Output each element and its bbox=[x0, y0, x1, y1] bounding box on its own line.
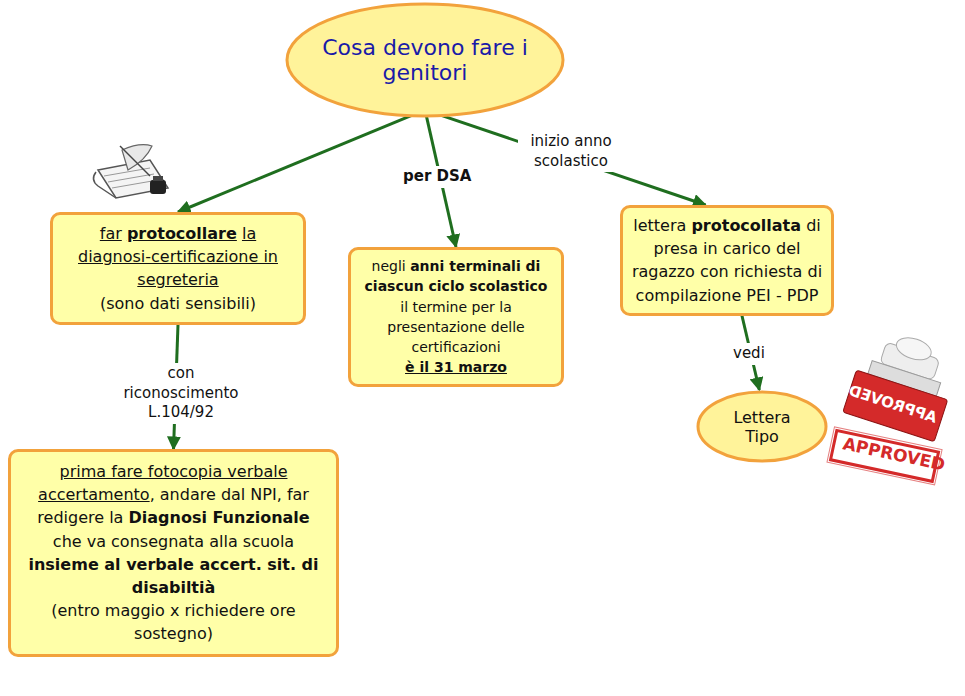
stamp-text: APPROVED bbox=[841, 433, 947, 474]
node-text: protocollare bbox=[127, 224, 237, 243]
text-group: lettera protocollata di presa in carico … bbox=[631, 214, 823, 307]
node-text: far bbox=[100, 224, 122, 243]
node-text: insieme al verbale accert. sit. di disab… bbox=[28, 555, 318, 597]
node-text: Cosa devono fare i genitori bbox=[322, 35, 528, 85]
process-box: far protocollare la diagnosi-certificazi… bbox=[50, 212, 306, 325]
node-text: che va consegnata alla scuola bbox=[53, 532, 294, 551]
edge-label: inizio anno scolastico bbox=[518, 131, 624, 172]
quill-icon bbox=[93, 145, 168, 198]
arrow-connector bbox=[425, 110, 706, 205]
text-group: prima fare fotocopia verbale accertament… bbox=[21, 460, 326, 646]
node-text: lettera bbox=[633, 216, 686, 235]
stamp-face-text: APPROVED bbox=[846, 381, 939, 426]
end-ellipse: Lettera Tipo bbox=[696, 390, 828, 463]
node-text: il termine per la presentazione delle ce… bbox=[387, 299, 524, 356]
node-text: (entro maggio x richiedere ore sostegno) bbox=[21, 599, 326, 645]
arrow-connector bbox=[178, 110, 425, 212]
node-text: negli bbox=[372, 258, 406, 274]
process-box: lettera protocollata di presa in carico … bbox=[620, 205, 834, 316]
node-text: Diagnosi Funzionale bbox=[128, 508, 309, 527]
node-text: (sono dati sensibili) bbox=[61, 292, 295, 315]
process-box: prima fare fotocopia verbale accertament… bbox=[8, 449, 339, 657]
node-text: protocollata bbox=[691, 216, 801, 235]
stamp-icon bbox=[827, 324, 963, 484]
text-group: Cosa devono fare i genitori bbox=[318, 35, 533, 85]
text-group: negli anni terminali di ciascun ciclo sc… bbox=[359, 256, 553, 378]
edge-label: con riconoscimento L.104/92 bbox=[118, 363, 244, 424]
edge-label: per DSA bbox=[400, 166, 474, 188]
node-text: Lettera Tipo bbox=[733, 408, 790, 446]
root-ellipse: Cosa devono fare i genitori bbox=[285, 2, 565, 118]
text-group: Lettera Tipo bbox=[717, 408, 807, 446]
edge-label: vedi bbox=[730, 343, 768, 365]
text-group: far protocollare la diagnosi-certificazi… bbox=[61, 222, 295, 315]
node-text: è il 31 marzo bbox=[359, 357, 553, 377]
process-box: negli anni terminali di ciascun ciclo sc… bbox=[348, 247, 564, 387]
